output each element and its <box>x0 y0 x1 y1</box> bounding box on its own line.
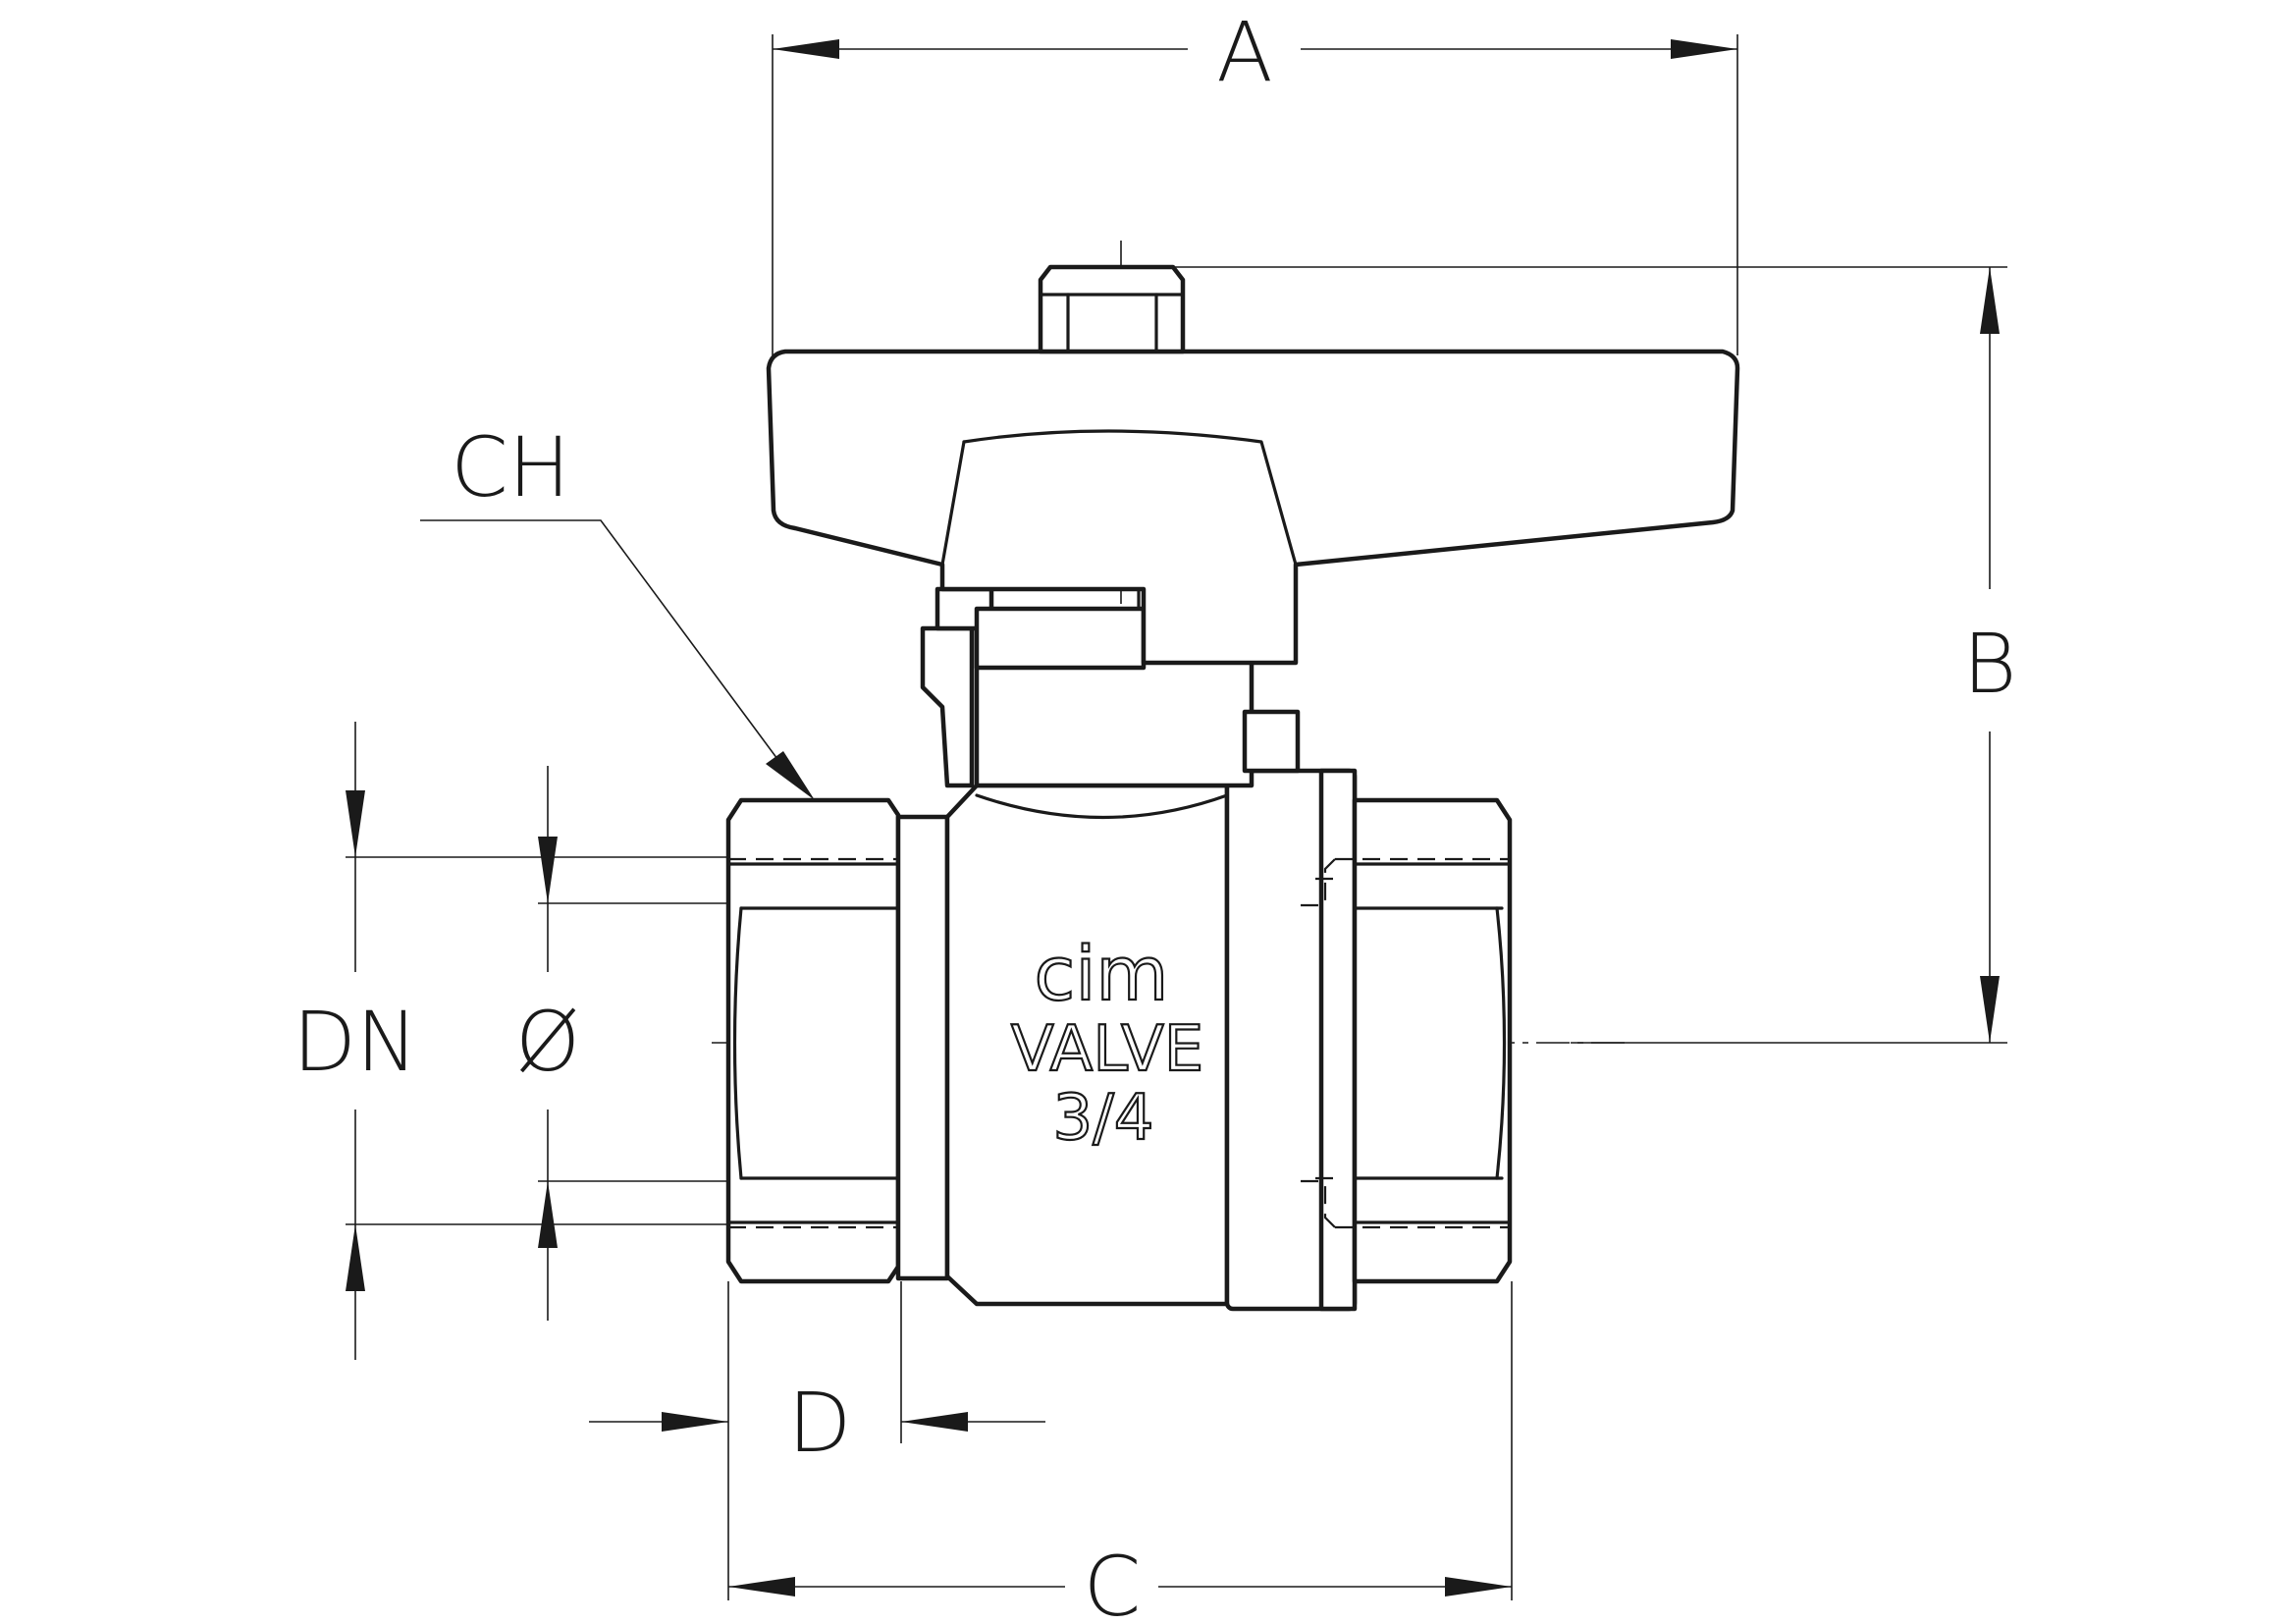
dimension-label-dn: DN <box>293 994 418 1090</box>
right-flange <box>1224 768 1358 1312</box>
brand-marking: cim <box>1035 930 1169 1017</box>
dimension-diameter: Ø <box>515 766 728 1321</box>
dimension-b: B <box>1144 266 2017 1044</box>
valve-outline: cim VALVE 3/4 <box>712 241 1740 1312</box>
dimension-label-c: C <box>1084 1539 1142 1624</box>
dimension-d: D <box>589 1281 1045 1600</box>
dimension-label-ch: CH <box>451 419 570 515</box>
dimension-ch: CH <box>420 419 815 800</box>
right-hex-end <box>1301 797 1513 1284</box>
dimension-dn: DN <box>293 722 728 1360</box>
body-marking: cim VALVE 3/4 <box>1010 929 1205 1156</box>
dimension-c: C <box>728 1281 1513 1624</box>
dimension-label-diameter: Ø <box>515 994 580 1090</box>
left-neck <box>895 814 950 1281</box>
dimension-label-a: A <box>1216 4 1272 100</box>
size-marking: 3/4 <box>1053 1082 1154 1155</box>
hex-nut <box>1038 264 1186 354</box>
dimension-a: A <box>772 4 1738 355</box>
product-marking: VALVE <box>1011 1013 1203 1086</box>
butterfly-handle <box>766 349 1740 666</box>
dimensions: A B CH DN <box>293 4 2016 1624</box>
dimension-label-b: B <box>1962 616 2016 712</box>
dimension-label-d: D <box>788 1375 852 1471</box>
